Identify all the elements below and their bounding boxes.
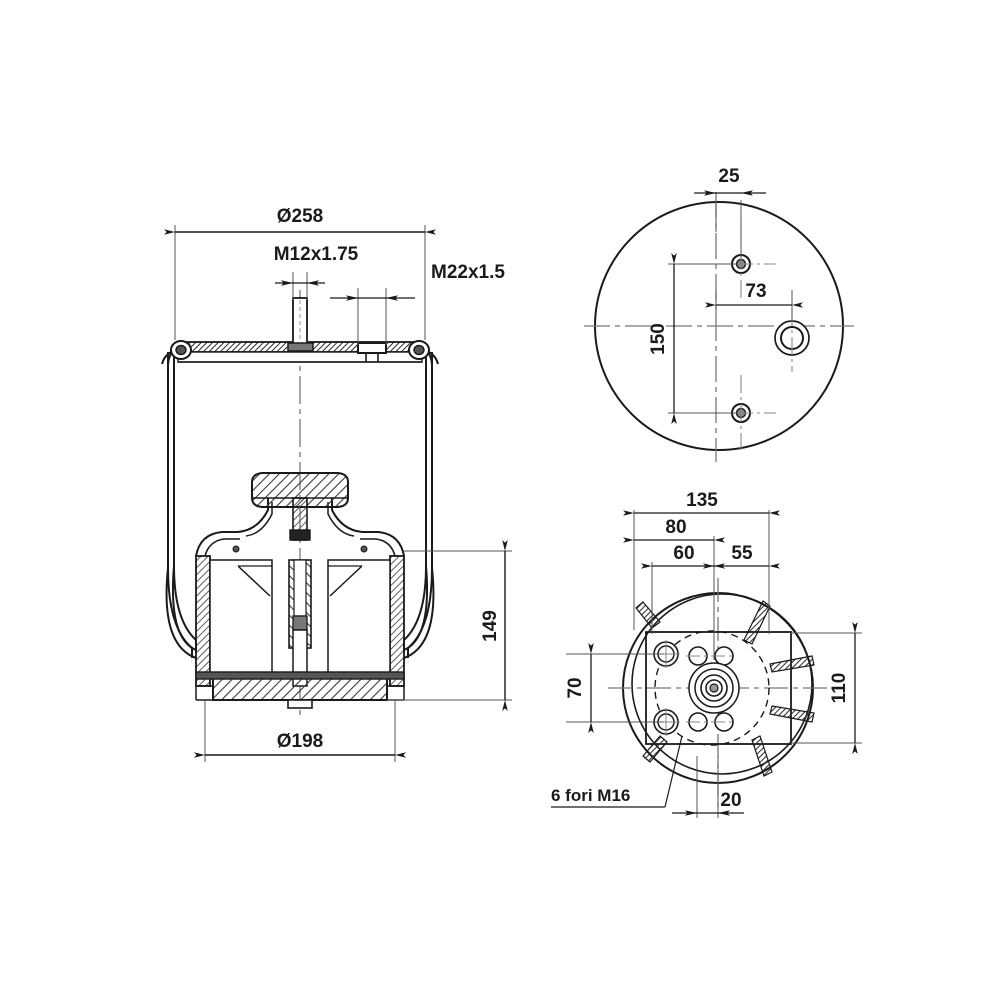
dim-label-60: 60 [673, 543, 694, 564]
dimension-outer-diameter: Ø258 [164, 206, 436, 340]
dim-label-70: 70 [565, 677, 586, 698]
m22-port [357, 342, 387, 362]
dimension-110: 110 [790, 622, 862, 754]
bumper-cap [251, 472, 349, 508]
dimension-80: 80 [623, 517, 725, 660]
dim-label-135: 135 [686, 490, 718, 511]
dim-label-d198: Ø198 [277, 731, 323, 752]
center-bolt [288, 497, 312, 687]
top-plate-view: 25 73 150 [584, 166, 854, 462]
bottom-mount-plate [195, 671, 405, 709]
dim-label-20: 20 [720, 790, 741, 811]
dim-label-d258: Ø258 [277, 206, 323, 227]
bolt-circle [654, 630, 770, 746]
crimp-bead-left [161, 340, 192, 365]
dimension-70: 70 [565, 643, 664, 733]
piston-assembly [195, 498, 405, 687]
front-section-view: Ø258 M12x1.75 M22x1.5 Ø198 [161, 206, 512, 762]
dim-label-80: 80 [665, 517, 686, 538]
dim-label-110: 110 [829, 673, 850, 704]
crimp-bead-right [408, 340, 439, 365]
top-air-port-hole [774, 308, 810, 372]
dim-label-m22: M22x1.5 [431, 262, 505, 283]
dim-label-150: 150 [648, 323, 669, 355]
dimension-height-149: 149 [387, 540, 512, 711]
piston-ribs [635, 600, 815, 777]
piston-plate-rect [645, 631, 792, 745]
dimension-55: 55 [703, 543, 780, 634]
small-hole-group [686, 646, 736, 732]
m12-stud [287, 297, 314, 352]
center-boss [688, 662, 740, 714]
note-label-6-fori-m16: 6 fori M16 [551, 786, 630, 805]
dimension-25: 25 [694, 166, 766, 258]
dimension-150: 150 [648, 253, 738, 424]
dimension-piston-diameter: Ø198 [194, 700, 406, 762]
note-6-fori-m16: 6 fori M16 [551, 735, 683, 808]
dimension-m22-thread: M22x1.5 [330, 262, 505, 345]
dimension-73: 73 [705, 281, 803, 320]
dim-label-149: 149 [480, 610, 501, 642]
dimension-20: 20 [672, 756, 744, 818]
dimension-m12-thread: M12x1.75 [274, 244, 359, 300]
dim-label-25: 25 [718, 166, 740, 187]
dim-label-55: 55 [731, 543, 753, 564]
piston-inner-circle [631, 593, 813, 775]
dim-label-73: 73 [745, 281, 766, 302]
bottom-piston-view: 135 80 60 55 110 [551, 490, 862, 818]
dim-label-m12: M12x1.75 [274, 244, 359, 265]
